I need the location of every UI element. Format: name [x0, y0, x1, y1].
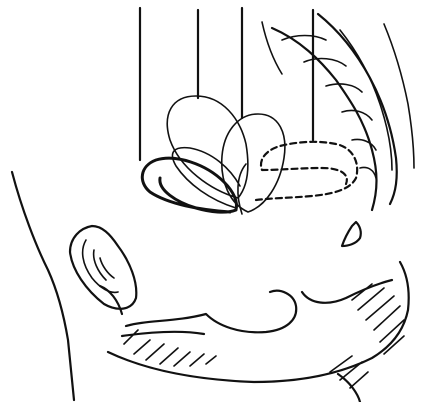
- cervix-line: [238, 164, 246, 214]
- back-contour-line: [384, 24, 414, 168]
- vertebra-line-6: [360, 167, 376, 178]
- uterus-outline-inner: [172, 148, 240, 208]
- vaginal-canal-line: [126, 291, 296, 333]
- pubic-bone-inner-2: [94, 250, 106, 280]
- abdominal-wall: [12, 172, 74, 400]
- sacrum-back-edge: [318, 14, 397, 204]
- sacrum-front-edge: [272, 28, 377, 210]
- spine-inner-line: [262, 22, 282, 74]
- rectal-canal-line: [302, 280, 392, 303]
- uterus-outline-midposition: [222, 114, 285, 212]
- spine-outer-line: [340, 30, 392, 170]
- hatching-posterior: [352, 284, 404, 354]
- pubic-bone-inner-1: [83, 240, 118, 292]
- vertebra-line-2: [304, 59, 346, 66]
- uterus-outline-anteverted: [167, 96, 248, 198]
- pubic-bone: [70, 226, 136, 309]
- coccyx-tip: [342, 222, 361, 246]
- sacrum: [262, 14, 414, 210]
- pelvic-floor: [100, 262, 409, 402]
- hatching-anterior: [124, 330, 216, 366]
